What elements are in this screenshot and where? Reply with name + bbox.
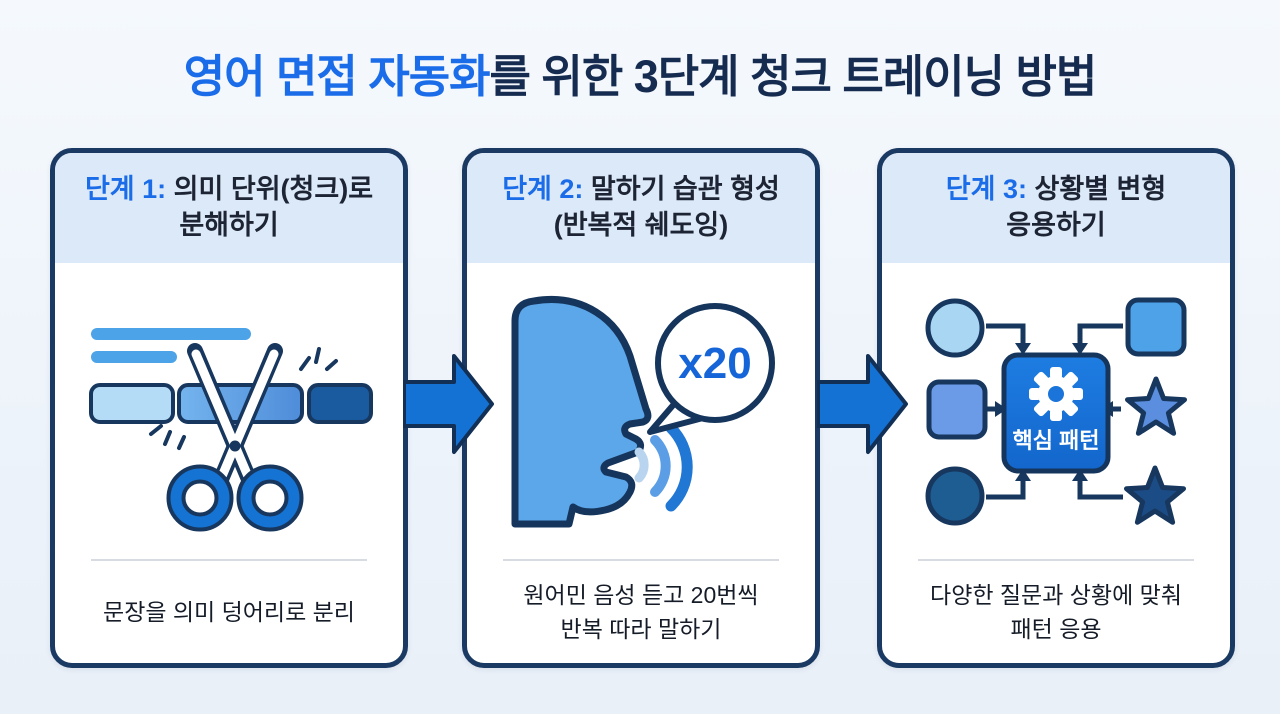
step-2-heading-line1: 말하기 습관 형성 <box>590 173 780 204</box>
step-3-heading-line2: 응용하기 <box>1006 210 1106 240</box>
step-card-2: 단계 2: 말하기 습관 형성 (반복적 쉐도잉) x20 원어민 음성 듣고 … <box>462 148 820 668</box>
page-title: 영어 면접 자동화를 위한 3단계 청크 트레이닝 방법 <box>0 40 1280 105</box>
step-3-caption-line1: 다양한 질문과 상황에 맞춰 <box>930 581 1182 608</box>
text-lines-graphic <box>91 328 251 363</box>
step-2-caption-line1: 원어민 음성 듣고 20번씩 <box>523 581 759 608</box>
step-3-illustration: 핵심 패턴 <box>882 263 1230 559</box>
core-pattern-box: 핵심 패턴 <box>1001 352 1111 474</box>
step-2-caption-line2: 반복 따라 말하기 <box>560 616 722 642</box>
core-pattern-label: 핵심 패턴 <box>1012 428 1099 453</box>
chunk-blocks-graphic <box>89 383 373 424</box>
step-1-caption: 문장을 의미 덩어리로 분리 <box>55 561 403 663</box>
repeat-count-badge: x20 <box>678 339 751 388</box>
speaking-face-icon <box>511 295 652 528</box>
step-card-3: 단계 3: 상황별 변형 응용하기 <box>877 148 1235 668</box>
step-3-caption: 다양한 질문과 상황에 맞춰 패턴 응용 <box>882 561 1230 663</box>
page-title-rest: 를 위한 3단계 청크 트레이닝 방법 <box>489 51 1098 102</box>
step-1-heading-line1: 의미 단위(청크)로 <box>173 173 374 204</box>
step-2-heading: 단계 2: 말하기 습관 형성 (반복적 쉐도잉) <box>502 171 780 244</box>
gear-icon <box>1029 367 1083 421</box>
sound-waves-icon <box>634 422 693 512</box>
spark-marks <box>149 347 338 450</box>
step-3-heading-line1: 상황별 변형 <box>1034 173 1167 204</box>
step-card-1: 단계 1: 의미 단위(청크)로 분해하기 <box>50 148 408 668</box>
variant-circle-light <box>925 298 985 358</box>
speech-bubble: x20 <box>647 303 775 435</box>
connector-arrows <box>986 323 1123 500</box>
speaking-face-graphic: x20 <box>511 295 775 528</box>
card-2-divider <box>503 559 779 561</box>
step-2-header: 단계 2: 말하기 습관 형성 (반복적 쉐도잉) <box>467 153 815 263</box>
card-3-divider <box>918 559 1194 561</box>
step-2-heading-line2: (반복적 쉐도잉) <box>553 210 729 240</box>
step-1-label: 단계 1: <box>84 173 167 204</box>
step-2-illustration: x20 <box>467 263 815 559</box>
step-3-heading: 단계 3: 상황별 변형 응용하기 <box>946 171 1166 244</box>
variant-star-dark <box>1124 465 1186 525</box>
step-1-heading: 단계 1: 의미 단위(청크)로 분해하기 <box>85 171 373 244</box>
scissors-cutting-chunks-graphic <box>89 328 373 532</box>
step-3-header: 단계 3: 상황별 변형 응용하기 <box>882 153 1230 263</box>
variant-square-blue <box>1125 297 1187 357</box>
step-3-caption-line2: 패턴 응용 <box>1010 616 1102 642</box>
variant-star-medium <box>1125 376 1187 436</box>
scissors-icon <box>166 343 304 532</box>
step-arrow-2 <box>817 354 908 454</box>
variant-circle-dark <box>925 466 985 526</box>
variant-square-periwinkle <box>926 379 988 440</box>
page-title-highlight: 영어 면접 자동화 <box>183 51 491 102</box>
step-1-heading-line2: 분해하기 <box>179 210 279 240</box>
step-arrow-1 <box>403 354 494 454</box>
pattern-mapping-graphic: 핵심 패턴 <box>925 297 1187 526</box>
step-1-header: 단계 1: 의미 단위(청크)로 분해하기 <box>55 153 403 263</box>
step-1-caption-line1: 문장을 의미 덩어리로 분리 <box>103 598 355 625</box>
step-2-label: 단계 2: <box>502 173 584 204</box>
step-2-caption: 원어민 음성 듣고 20번씩 반복 따라 말하기 <box>467 561 815 663</box>
step-1-illustration <box>55 263 403 559</box>
card-1-divider <box>91 559 367 561</box>
scissors-pivot <box>229 440 241 452</box>
step-3-label: 단계 3: <box>945 173 1027 204</box>
